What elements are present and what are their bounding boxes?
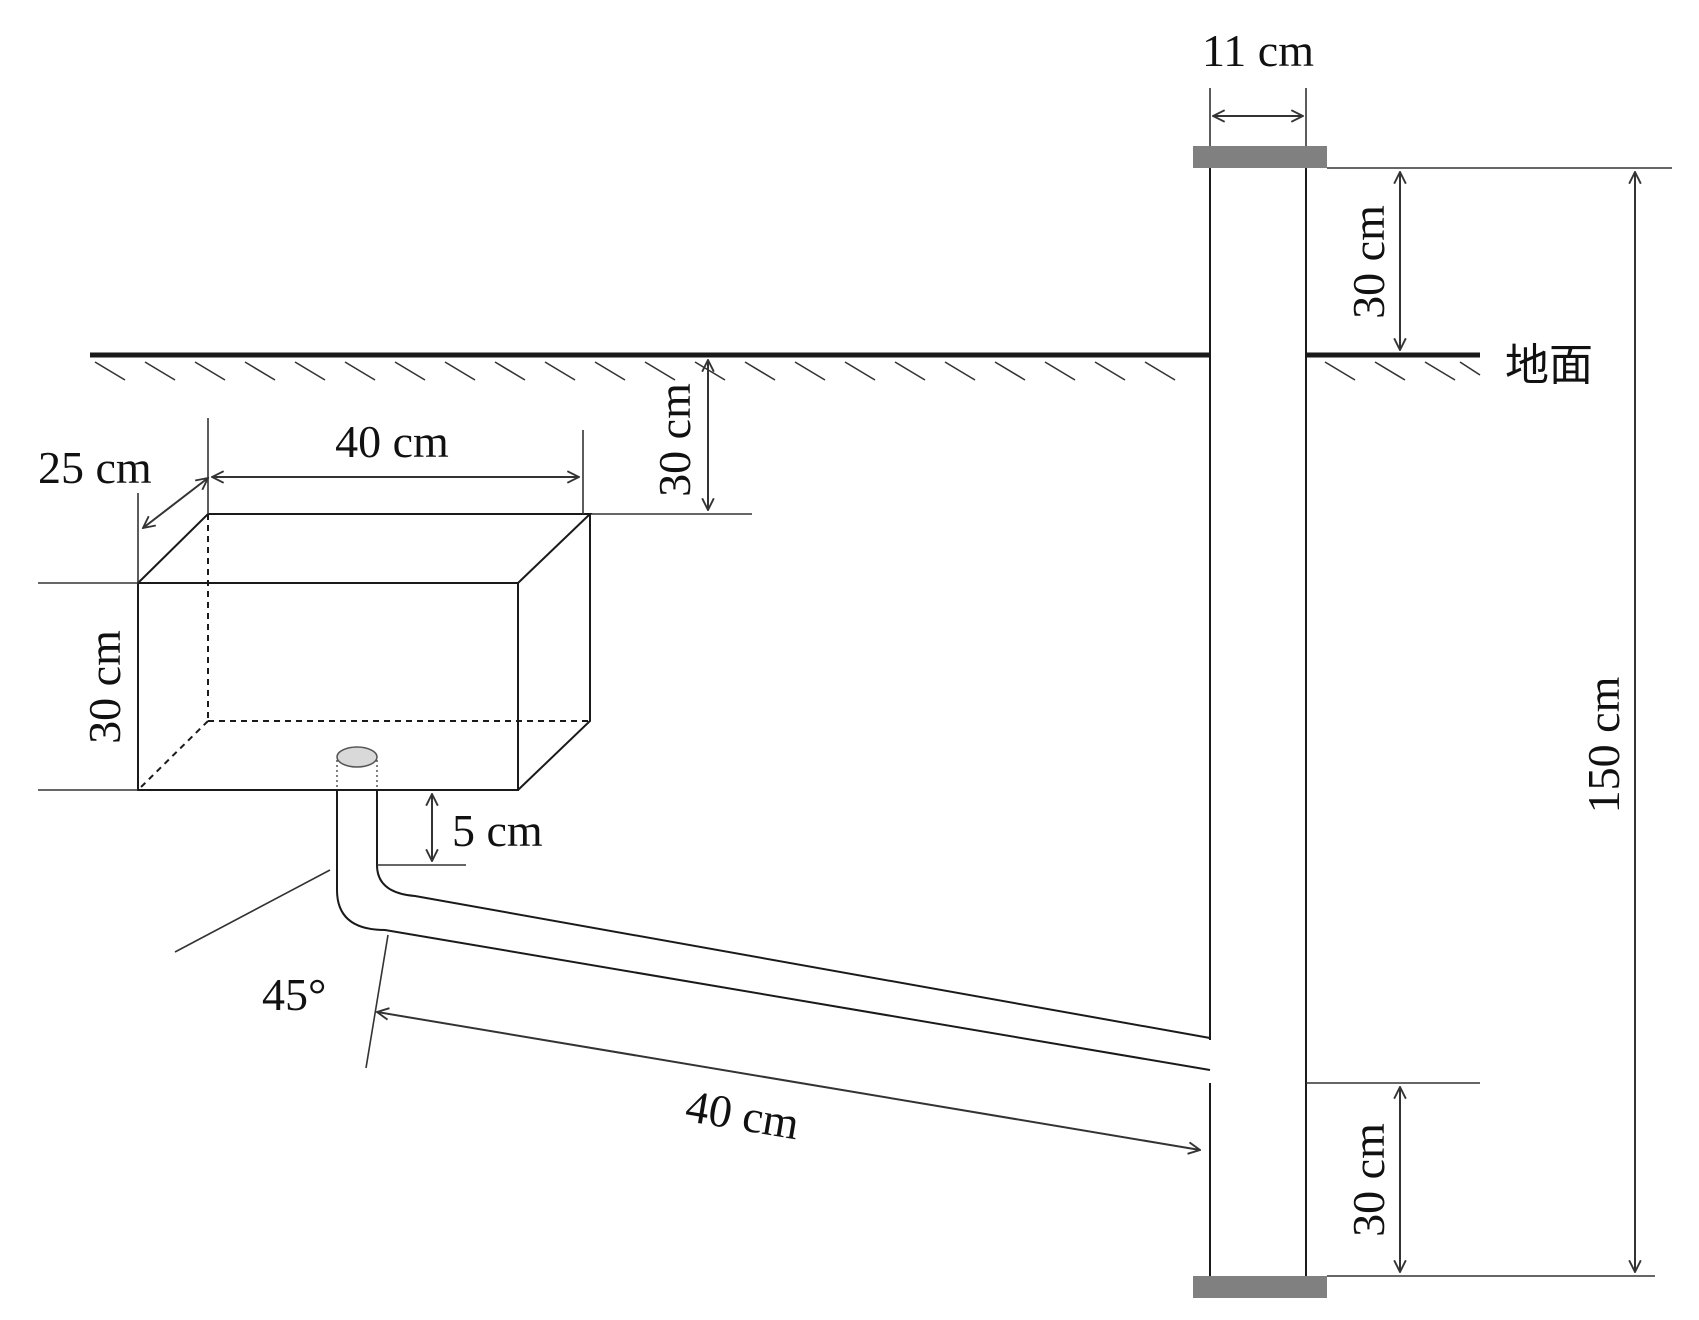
angle-indicator (174, 869, 389, 1069)
box-length-label: 40 cm (335, 416, 449, 467)
collection-box (137, 513, 593, 791)
pipe-width-dimension (1209, 88, 1307, 146)
bottom-extension-label: 30 cm (1343, 1123, 1394, 1237)
vertical-pipe (1209, 155, 1307, 1276)
slant-pipe-label: 40 cm (682, 1080, 803, 1149)
top-extension-label: 30 cm (1343, 205, 1394, 319)
total-height-label: 150 cm (1578, 676, 1629, 813)
top-cap (1193, 146, 1327, 168)
outlet-opening (336, 746, 378, 768)
ground-line (90, 352, 1481, 381)
box-height-label: 30 cm (79, 630, 130, 744)
box-width-dimension (143, 478, 208, 528)
box-width-label: 25 cm (38, 442, 152, 493)
pipe-width-label: 11 cm (1202, 25, 1314, 76)
slant-pipe-dimension (377, 1012, 1200, 1150)
outlet-length-label: 5 cm (452, 805, 543, 856)
angle-label: 45° (262, 969, 326, 1020)
ground-label: 地面 (1505, 340, 1593, 391)
bottom-cap (1193, 1276, 1327, 1298)
box-depth-label: 30 cm (649, 383, 700, 497)
